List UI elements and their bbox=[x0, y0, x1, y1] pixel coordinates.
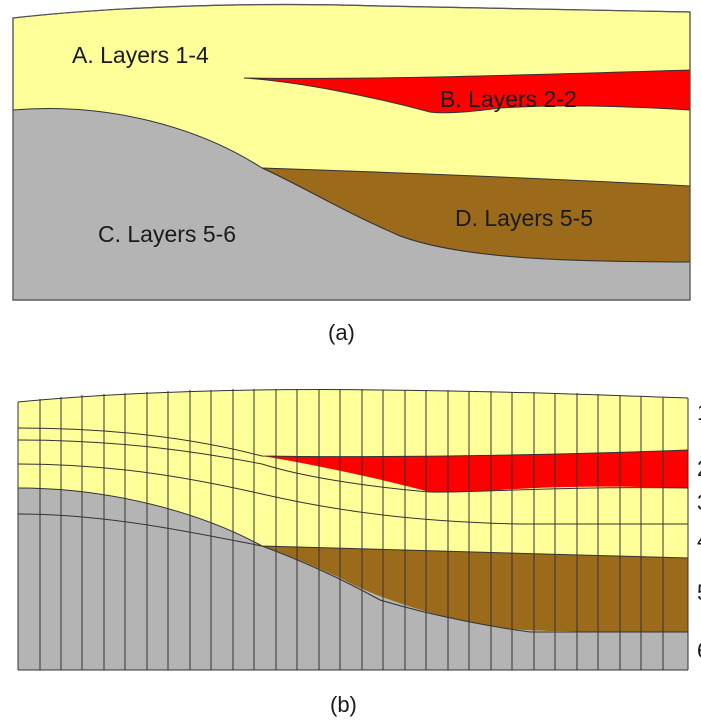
layer-number-5: 5 bbox=[697, 580, 701, 605]
panel-a-frame bbox=[12, 3, 691, 301]
region-a-label: A. Layers 1-4 bbox=[72, 42, 209, 68]
layer-number-4: 4 bbox=[697, 528, 701, 553]
region-c-label: C. Layers 5-6 bbox=[98, 221, 236, 247]
mesh-red bbox=[262, 450, 688, 493]
panel-a: A. Layers 1-4 B. Layers 2-2 C. Layers 5-… bbox=[12, 3, 691, 345]
mesh-gray bbox=[18, 488, 688, 670]
layer-number-3: 3 bbox=[697, 490, 701, 515]
layer-number-2: 2 bbox=[697, 456, 701, 481]
region-c-gray bbox=[12, 108, 691, 301]
layer-numbers: 1 2 3 4 5 6 bbox=[697, 400, 701, 663]
mesh-brown bbox=[262, 546, 688, 632]
caption-a: (a) bbox=[328, 320, 355, 345]
caption-b: (b) bbox=[330, 692, 357, 717]
layer-number-6: 6 bbox=[697, 638, 701, 663]
layer-number-1: 1 bbox=[697, 400, 701, 425]
mesh-vertical-lines bbox=[17, 389, 689, 670]
region-b-label: B. Layers 2-2 bbox=[440, 86, 577, 112]
panel-b: 1 2 3 4 5 6 (b) bbox=[17, 389, 701, 717]
region-b-red bbox=[243, 69, 691, 114]
region-d-label: D. Layers 5-5 bbox=[455, 205, 593, 231]
